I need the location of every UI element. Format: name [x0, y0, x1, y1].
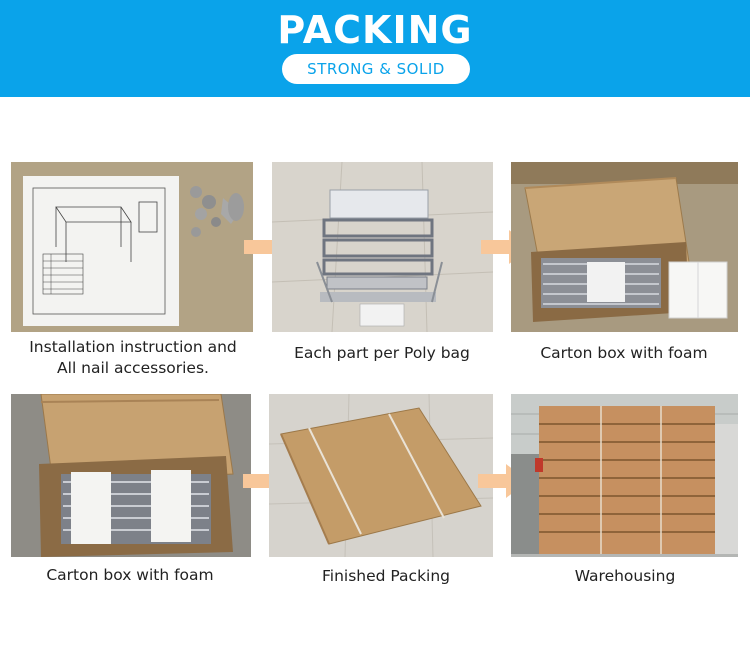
- open-carton-with-foam-photo: [511, 162, 738, 332]
- header-banner: PACKING STRONG & SOLID: [0, 0, 750, 97]
- caption-step-6: Warehousing: [512, 566, 738, 587]
- caption-step-1: Installation instruction and All nail ac…: [11, 337, 255, 379]
- caption-line: Carton box with foam: [46, 566, 214, 584]
- caption-line: Warehousing: [574, 567, 676, 585]
- poly-bagged-parts-photo: [272, 162, 493, 332]
- carton-with-foam-blocks-photo: [11, 394, 251, 557]
- instruction-sheet-and-hardware-photo: [11, 162, 253, 332]
- page-title: PACKING: [277, 8, 473, 52]
- caption-step-5: Finished Packing: [262, 566, 510, 587]
- sealed-carton-photo: [269, 394, 493, 557]
- caption-step-4: Carton box with foam: [0, 565, 260, 586]
- caption-line: Installation instruction and: [29, 338, 237, 356]
- caption-line: Carton box with foam: [540, 344, 708, 362]
- caption-line: Finished Packing: [321, 567, 451, 585]
- subtitle-pill: STRONG & SOLID: [282, 54, 470, 84]
- stacked-cartons-warehouse-photo: [511, 394, 738, 557]
- caption-line: All nail accessories.: [57, 359, 209, 377]
- caption-step-3: Carton box with foam: [502, 343, 746, 364]
- caption-step-2: Each part per Poly bag: [262, 343, 502, 364]
- caption-line: Each part per Poly bag: [294, 344, 470, 362]
